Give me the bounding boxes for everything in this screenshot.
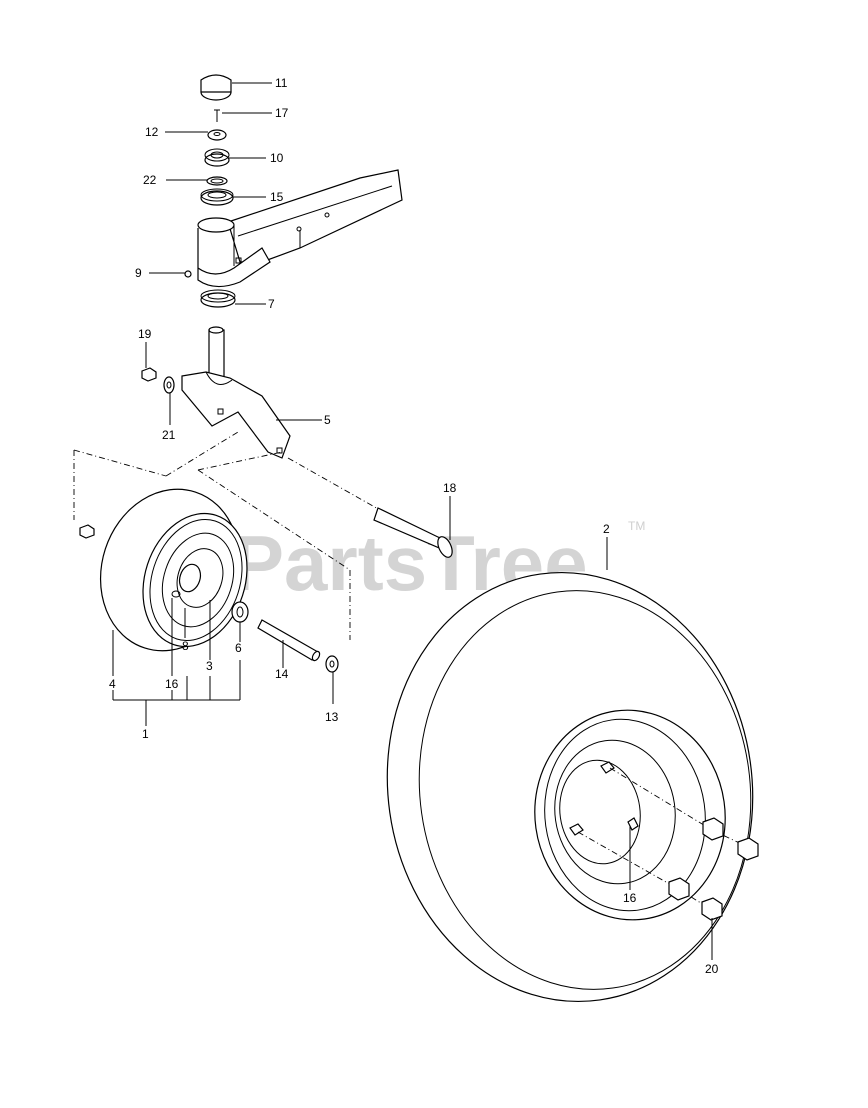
trademark-symbol: TM xyxy=(628,519,645,533)
callout-10: 10 xyxy=(270,151,284,165)
callout-11: 11 xyxy=(275,76,288,90)
caster-wheel xyxy=(79,488,248,652)
callout-15: 15 xyxy=(270,190,284,204)
callout-1: 1 xyxy=(142,727,149,741)
callout-19: 19 xyxy=(138,327,152,341)
cotter-pin xyxy=(214,109,220,122)
upper-bearing xyxy=(200,188,234,206)
callout-6: 6 xyxy=(235,641,242,655)
lower-bearing xyxy=(200,289,236,308)
callout-12: 12 xyxy=(145,125,159,139)
callout-20: 20 xyxy=(705,962,719,976)
callout-14: 14 xyxy=(275,667,289,681)
slotted-nut xyxy=(204,148,230,167)
fork-nut xyxy=(141,367,157,382)
callout-17: 17 xyxy=(275,106,289,120)
callout-21: 21 xyxy=(162,428,176,442)
alignment-lines xyxy=(73,431,381,640)
callout-4: 4 xyxy=(109,677,116,691)
frame-arm xyxy=(227,169,403,263)
spindle-housing xyxy=(197,217,271,288)
washer xyxy=(207,129,227,141)
caster-fork xyxy=(181,326,291,459)
axle-washer xyxy=(325,655,339,673)
callout-5: 5 xyxy=(324,413,331,427)
callout-13: 13 xyxy=(325,710,339,724)
callout-2: 2 xyxy=(603,522,610,536)
callout-18: 18 xyxy=(443,481,457,495)
callout-22: 22 xyxy=(143,173,157,187)
callout-9: 9 xyxy=(135,266,142,280)
callout-labels: 11 17 12 10 22 15 9 7 19 5 21 18 2 8 6 3… xyxy=(109,76,719,976)
fork-washer xyxy=(163,376,175,394)
callout-3: 3 xyxy=(206,659,213,673)
lug-nuts xyxy=(577,767,759,921)
axle-shaft xyxy=(257,619,321,662)
grease-fitting xyxy=(184,270,192,278)
callout-16-caster: 16 xyxy=(165,677,179,691)
axle-bolt xyxy=(373,507,453,558)
callout-8: 8 xyxy=(182,639,189,653)
leader-lines xyxy=(112,82,713,960)
callout-7: 7 xyxy=(268,297,275,311)
drive-tire xyxy=(386,571,754,1003)
spacer-ring xyxy=(206,176,228,186)
dust-cap xyxy=(200,74,232,101)
callout-16-drive: 16 xyxy=(623,891,637,905)
wheel-spacer xyxy=(231,601,249,623)
